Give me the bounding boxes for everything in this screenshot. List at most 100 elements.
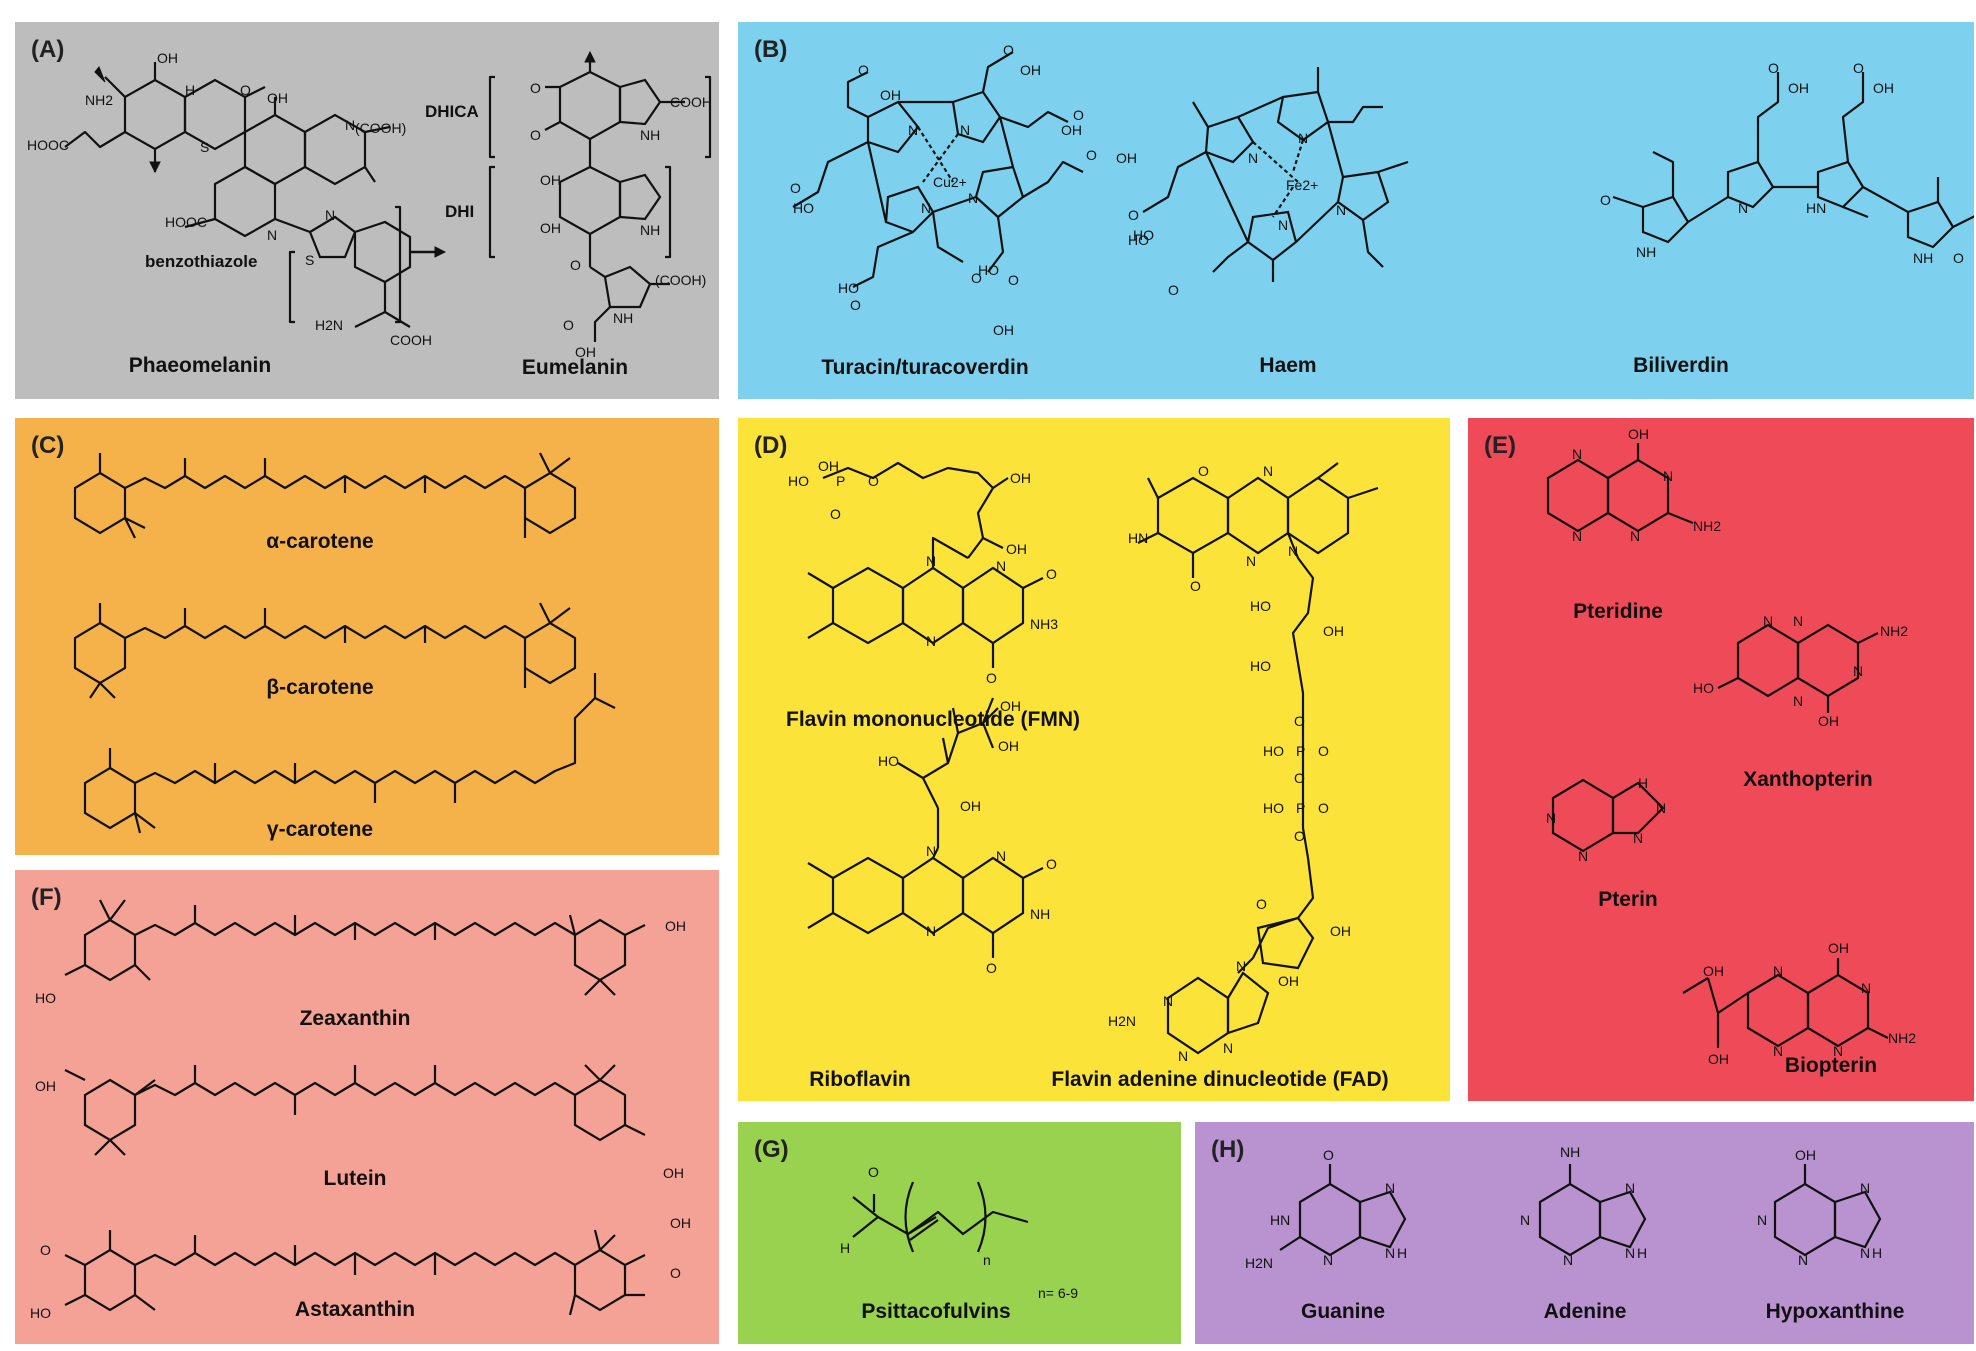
atom-label: OH	[1278, 973, 1299, 989]
atom-label: N	[996, 848, 1007, 864]
atom-label: O	[986, 960, 997, 976]
atom-label: OH	[665, 918, 686, 934]
atom-label: NH3	[1030, 616, 1059, 632]
atom-label: H	[1397, 1245, 1408, 1261]
atom-label: N	[968, 190, 979, 206]
atom-label: OH	[818, 458, 839, 474]
flavin-structures	[807, 461, 1379, 1055]
purine-structures	[1279, 1164, 1882, 1257]
molecule-name: Adenine	[1543, 1300, 1627, 1323]
atom-label: N	[1563, 1252, 1574, 1268]
atom-label: N	[1223, 1040, 1234, 1056]
atom-label: P	[1296, 800, 1306, 816]
panel-purines: (H) O HN N H2N N N H NH N N N N H OH N N…	[1195, 1122, 1974, 1344]
atom-label: NH	[1636, 244, 1657, 260]
atom-label: H2N	[315, 317, 344, 333]
atom-label: N	[1572, 446, 1583, 462]
atom-label: OH	[540, 172, 561, 188]
atom-label: HN	[1806, 200, 1827, 216]
atom-label: NH	[1560, 1144, 1581, 1160]
atom-label: OH	[1828, 940, 1849, 956]
molecule-name: α-carotene	[266, 530, 374, 553]
molecule-name: Guanine	[1300, 1300, 1386, 1323]
panel-psittacofulvins: (G) O H n n= 6-9 Psittacofulvins	[738, 1122, 1181, 1344]
atom-label: N	[345, 117, 356, 133]
atom-label: N	[1323, 1252, 1334, 1268]
atom-label: O	[1198, 463, 1209, 479]
panel-label: (D)	[754, 432, 788, 459]
atom-label: HO	[793, 200, 814, 216]
atom-label: N	[1263, 463, 1274, 479]
atom-label: HO	[30, 1305, 51, 1321]
xanthophyll-structures	[64, 899, 646, 1316]
molecule-name: Haem	[1259, 354, 1317, 377]
atom-label: OH	[1000, 698, 1021, 714]
atom-label: O	[240, 82, 251, 98]
atom-label: N	[1546, 810, 1557, 826]
molecule-name: Biopterin	[1784, 1054, 1878, 1077]
molecule-name: γ-carotene	[266, 818, 374, 841]
atom-label: HO	[878, 753, 899, 769]
atom-label: O	[850, 297, 861, 313]
atom-label: NH	[640, 222, 661, 238]
molecule-name: Phaeomelanin	[128, 354, 272, 377]
atom-label: HO	[788, 473, 809, 489]
atom-label: OH	[267, 90, 288, 106]
atom-label: OH	[1628, 426, 1649, 442]
molecule-name: Hypoxanthine	[1765, 1300, 1905, 1323]
atom-label: N	[1385, 1245, 1396, 1261]
atom-label: OH	[1010, 470, 1031, 486]
atom-label: OH	[670, 1215, 691, 1231]
atom-label: N	[1630, 528, 1641, 544]
atom-label: H	[1637, 1245, 1648, 1261]
panel-label: (F)	[31, 884, 62, 911]
atom-label: N	[1860, 1245, 1871, 1261]
atom-label: OH	[1795, 1147, 1816, 1163]
atom-label: N	[921, 200, 932, 216]
atom-label: O	[868, 473, 879, 489]
atom-label: NH2	[1888, 1030, 1917, 1046]
atom-label: HOOC	[27, 137, 69, 153]
panel-label: (G)	[754, 1136, 789, 1163]
molecule-name: β-carotene	[266, 676, 374, 699]
panel-label: (A)	[31, 36, 65, 63]
atom-label: OH	[35, 1078, 56, 1094]
atom-label: NH2	[85, 92, 114, 108]
pterin-structures	[1546, 443, 1889, 1048]
atom-label: O	[1318, 743, 1329, 759]
atom-label: OH	[575, 344, 596, 360]
atom-label: N	[1520, 1212, 1531, 1228]
atom-label: N	[1625, 1245, 1636, 1261]
atom-label: N	[926, 633, 937, 649]
atom-label: OH	[1116, 150, 1137, 166]
atom-label: N	[1798, 1252, 1809, 1268]
molecule-name: Flavin adenine dinucleotide (FAD)	[1051, 1068, 1389, 1091]
atom-label: N	[1773, 963, 1784, 979]
atom-label: N	[325, 207, 336, 223]
panel-label: (B)	[754, 36, 788, 63]
atom-label: O	[563, 317, 574, 333]
atom-label: H2N	[1108, 1013, 1137, 1029]
atom-label: HO	[1263, 743, 1284, 759]
dhi-label: DHI	[445, 202, 475, 221]
atom-label: O	[530, 80, 541, 96]
atom-label: O	[1086, 147, 1097, 163]
atom-label: N	[1336, 202, 1347, 218]
atom-label: O	[1046, 566, 1057, 582]
atom-label: (COOH)	[355, 120, 407, 136]
molecule-name: Zeaxanthin	[299, 1007, 411, 1030]
atom-label: NH	[640, 127, 661, 143]
panel-carotenes: (C) α-carotene β-carotene γ-carotene	[15, 418, 719, 855]
atom-label: N	[926, 843, 937, 859]
atom-label: N	[1833, 1043, 1844, 1059]
porphyrin-structures	[792, 51, 1974, 288]
molecule-name: Pterin	[1598, 888, 1658, 911]
dhica-label: DHICA	[425, 102, 479, 121]
atom-label: N	[1763, 613, 1774, 629]
molecule-name: Riboflavin	[809, 1068, 911, 1091]
atom-label: OH	[1061, 122, 1082, 138]
molecule-name: Biliverdin	[1633, 354, 1729, 377]
panel-porphyrins: (B) O OH O OH O OH O OH HO O O OH HO O H…	[738, 22, 1974, 399]
atom-label: Cu2+	[933, 174, 967, 190]
panel-flavins: (D) OH HO P O O OH OH N N O NH3 N O HO O…	[738, 418, 1450, 1101]
